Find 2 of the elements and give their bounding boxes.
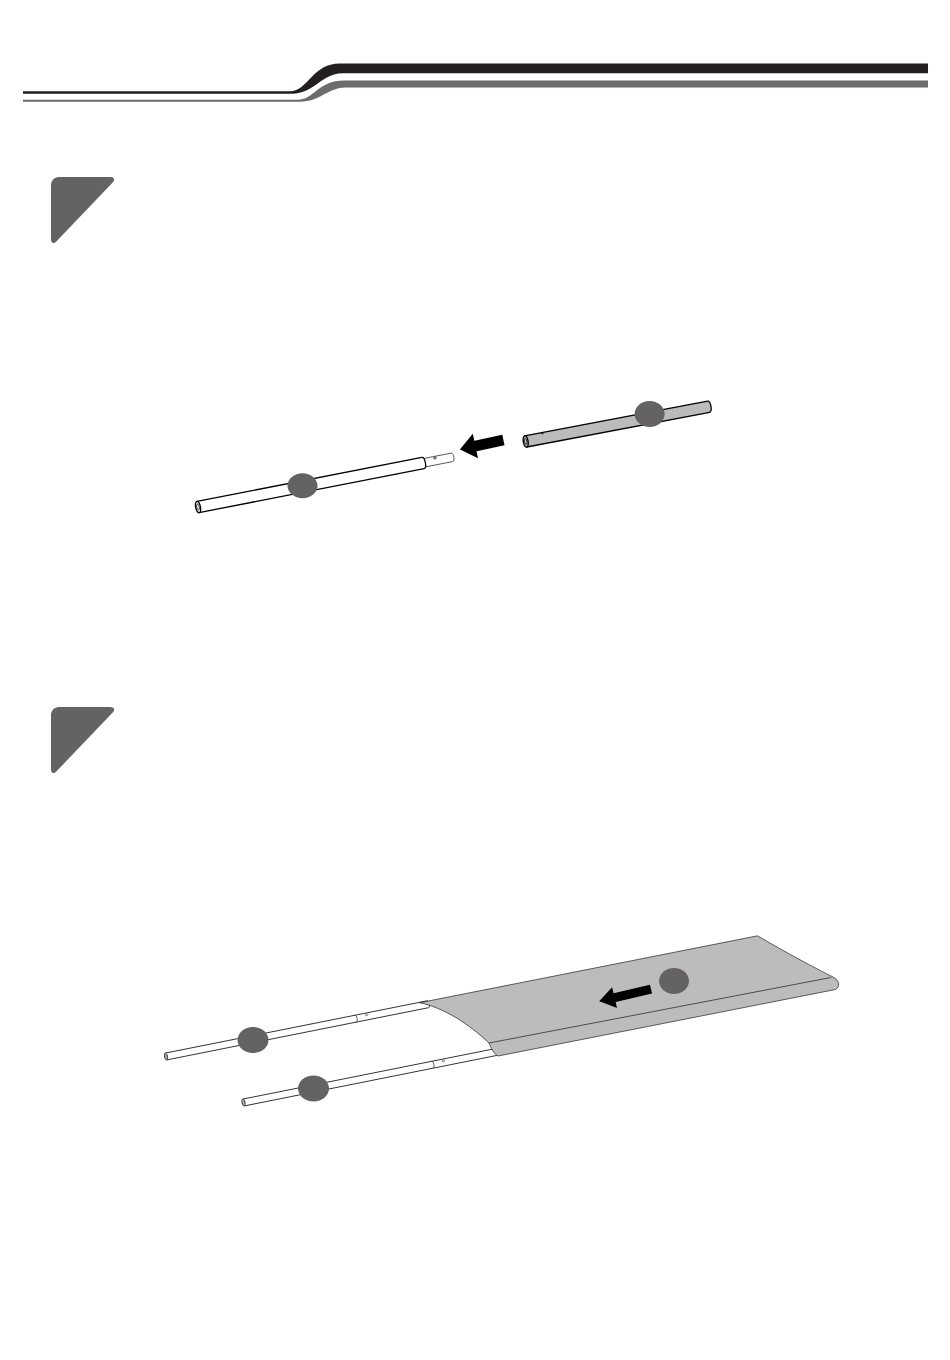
rod [164, 1000, 430, 1061]
rod [241, 1048, 498, 1107]
